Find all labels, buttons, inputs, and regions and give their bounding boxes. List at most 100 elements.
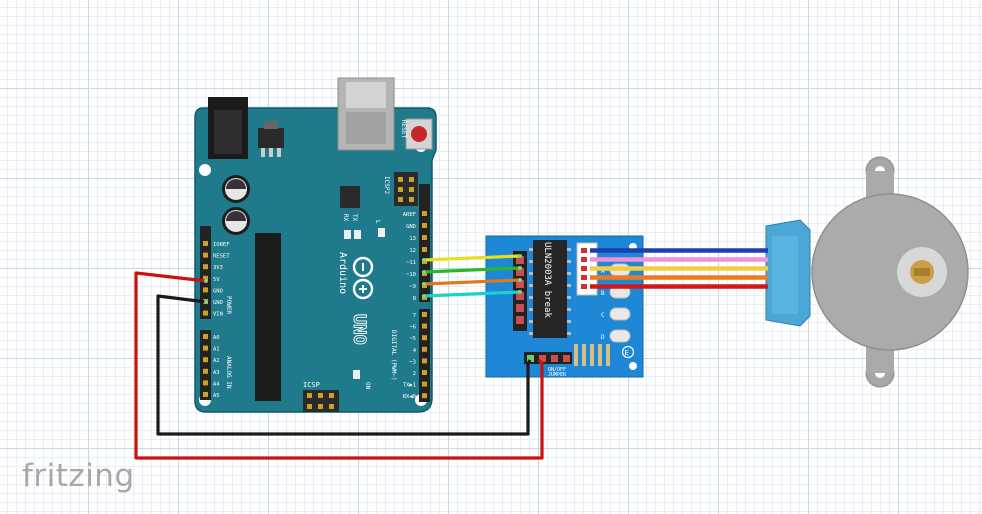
pin-label: A3 bbox=[213, 370, 220, 376]
smd-chip bbox=[340, 186, 360, 208]
icsp-header bbox=[303, 390, 339, 412]
pin-label: A1 bbox=[213, 347, 220, 353]
led-label: C bbox=[601, 312, 605, 319]
header-pin[interactable] bbox=[422, 312, 427, 317]
header-pin[interactable] bbox=[203, 264, 208, 270]
header-pin[interactable] bbox=[422, 323, 427, 329]
tx-label: TX bbox=[351, 214, 358, 222]
uno-model-text: UNO bbox=[349, 314, 369, 345]
on-led bbox=[353, 370, 360, 379]
header-pin[interactable] bbox=[422, 370, 427, 375]
pin-label: A4 bbox=[213, 381, 220, 387]
power-jumper-header bbox=[524, 352, 572, 364]
header-pin[interactable] bbox=[422, 335, 427, 341]
pin-label: 3V3 bbox=[213, 265, 223, 271]
wire-group bbox=[134, 248, 768, 460]
capacitor bbox=[222, 207, 250, 235]
resistor-array bbox=[574, 344, 610, 366]
in4-wire[interactable] bbox=[423, 290, 521, 298]
mount-hole bbox=[199, 164, 211, 176]
header-pin[interactable] bbox=[422, 235, 427, 240]
on-label: ON bbox=[364, 382, 371, 390]
header-pin[interactable] bbox=[203, 310, 208, 316]
uln2003-chip bbox=[529, 240, 571, 338]
digital-header-top bbox=[419, 184, 430, 302]
motor-wire-bundle bbox=[590, 248, 768, 289]
icsp2-header bbox=[394, 172, 418, 206]
icsp2-label: ICSP2 bbox=[383, 176, 390, 194]
pin-label: ~9 bbox=[409, 284, 416, 290]
header-pin[interactable] bbox=[422, 247, 427, 252]
pin-label: 2 bbox=[413, 371, 416, 377]
in3-wire[interactable] bbox=[423, 278, 521, 286]
pin-label: 13 bbox=[409, 236, 416, 242]
pin-label: 12 bbox=[409, 248, 416, 254]
pin-label: GND bbox=[213, 288, 223, 294]
led-label: D bbox=[601, 334, 605, 341]
header-pin[interactable] bbox=[203, 345, 208, 351]
arduino-brand-text: Arduino bbox=[337, 252, 348, 294]
in1-wire[interactable] bbox=[423, 254, 521, 262]
pin-label: 7 bbox=[413, 313, 416, 319]
svg-text:E: E bbox=[625, 349, 629, 357]
pin-label: 8 bbox=[413, 296, 416, 302]
capacitor bbox=[222, 175, 250, 203]
driver-input-header bbox=[513, 251, 527, 331]
header-pin[interactable] bbox=[203, 392, 208, 397]
arduino-uno-board[interactable]: RESET ICSP2 TX RX L bbox=[194, 77, 437, 413]
icsp-label: ICSP bbox=[303, 381, 320, 389]
pin-label: AREF bbox=[403, 212, 416, 218]
header-pin[interactable] bbox=[422, 211, 427, 216]
pin-label: A0 bbox=[213, 335, 220, 341]
wire-endpoint bbox=[204, 254, 522, 304]
reset-button[interactable] bbox=[405, 118, 433, 150]
voltage-regulator bbox=[258, 121, 284, 157]
fritzing-logo: fritzing bbox=[22, 458, 135, 494]
rx-label: RX bbox=[342, 214, 349, 222]
pin-label: GND bbox=[213, 300, 223, 306]
usb-connector bbox=[337, 77, 395, 151]
header-pin[interactable] bbox=[422, 358, 427, 364]
led-label: B bbox=[601, 290, 605, 297]
header-pin[interactable] bbox=[203, 368, 208, 374]
header-pin[interactable] bbox=[422, 381, 427, 387]
driver-led bbox=[609, 329, 631, 343]
pin-label: ~6 bbox=[409, 325, 416, 331]
pin-label: ~5 bbox=[409, 336, 416, 342]
stepper-motor[interactable] bbox=[765, 156, 969, 388]
digital-section-label: DIGITAL (PWM~) bbox=[390, 330, 397, 381]
header-pin[interactable] bbox=[203, 287, 208, 293]
analog-section-label: ANALOG IN bbox=[225, 356, 232, 389]
ground-wire[interactable] bbox=[156, 294, 532, 436]
driver-mount-hole bbox=[629, 362, 637, 370]
power-header bbox=[200, 226, 211, 319]
driver-led bbox=[609, 307, 631, 321]
digital-header-bottom bbox=[419, 309, 430, 402]
power-wire[interactable] bbox=[134, 271, 544, 460]
pin-label: ~10 bbox=[406, 272, 416, 278]
led-label: A bbox=[601, 268, 605, 275]
header-pin[interactable] bbox=[203, 380, 208, 386]
pin-label: ~3 bbox=[409, 359, 416, 365]
l-label: L bbox=[374, 220, 381, 224]
header-pin[interactable] bbox=[203, 252, 208, 258]
pin-label: RESET bbox=[213, 254, 230, 260]
header-pin[interactable] bbox=[203, 334, 208, 339]
pin-label: RX◀0 bbox=[403, 394, 416, 400]
header-pin[interactable] bbox=[422, 223, 427, 228]
ce-mark: E bbox=[621, 345, 635, 359]
in2-wire[interactable] bbox=[423, 266, 521, 274]
l-led bbox=[378, 228, 385, 237]
pin-label: TX▶1 bbox=[403, 383, 416, 389]
pin-label: A2 bbox=[213, 358, 220, 364]
header-pin[interactable] bbox=[422, 346, 427, 352]
header-pin[interactable] bbox=[203, 241, 208, 246]
header-pin[interactable] bbox=[422, 393, 427, 399]
analog-header bbox=[200, 330, 211, 400]
pin-label: VIN bbox=[213, 312, 223, 318]
header-pin[interactable] bbox=[203, 275, 208, 281]
pin-label: ~11 bbox=[406, 260, 416, 266]
header-pin[interactable] bbox=[203, 357, 208, 363]
